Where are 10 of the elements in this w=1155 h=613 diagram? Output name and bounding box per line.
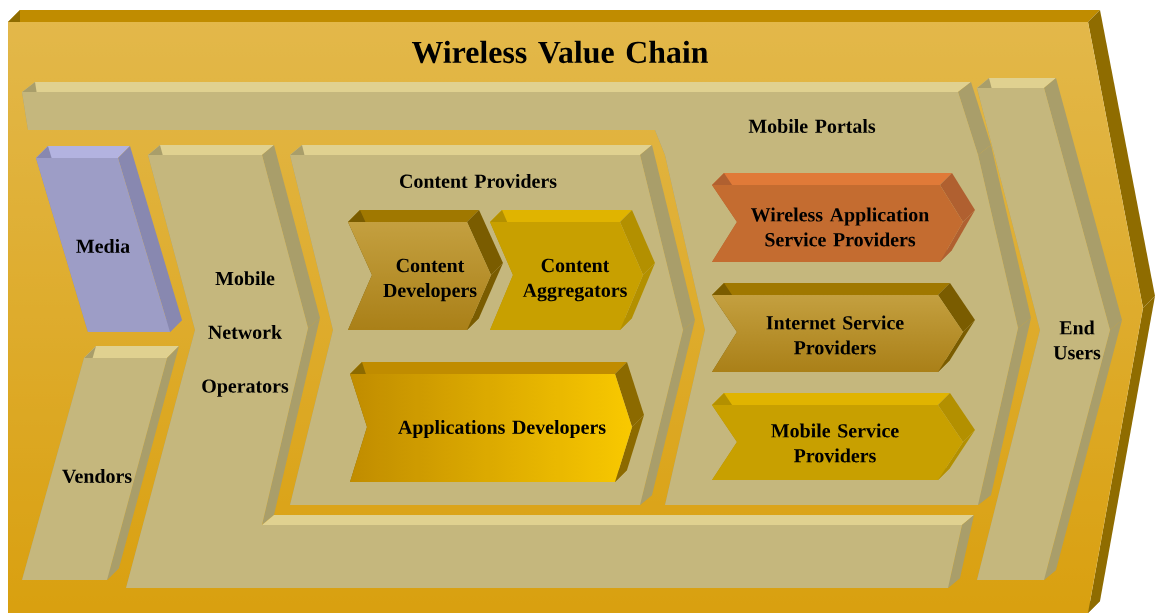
node-label: Content Providers xyxy=(400,173,557,188)
chevron-box: Internet Service Providers xyxy=(712,283,975,372)
chevron-panel: End Users xyxy=(977,78,1122,580)
node-label: Mobile Network Operators xyxy=(202,271,289,397)
node-label: End Users xyxy=(1053,320,1101,360)
chevron-box: Mobile Service Providers xyxy=(712,393,975,480)
chevron-box: Applications Developers xyxy=(350,362,644,482)
node-label: Mobile Portals xyxy=(748,118,876,133)
chevron-box: Content Aggregators xyxy=(490,210,655,330)
chevron-box: Wireless Application Service Providers xyxy=(712,173,975,262)
